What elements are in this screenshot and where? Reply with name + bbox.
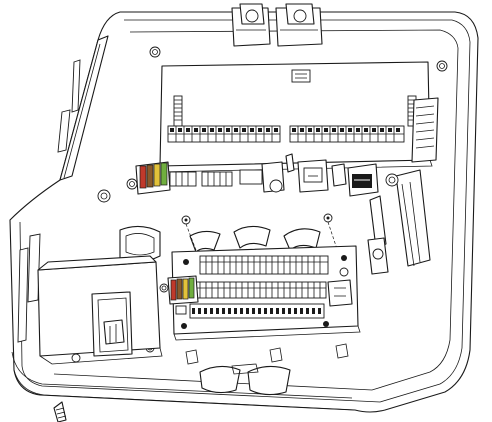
top-knockout-right [275,3,323,47]
black-connector [347,163,379,197]
colored-terminal-block-upper [135,161,171,195]
upper-circuit-board [157,61,433,173]
middle-connector-row [126,153,379,197]
top-knockout-left [231,3,271,47]
lower-circuit-board [159,245,361,341]
right-connector-column [369,97,439,267]
power-supply-block [37,255,163,365]
colored-terminal-block-lower [167,275,199,305]
bottom-knockouts [71,343,349,396]
ethernet-port [297,159,329,193]
